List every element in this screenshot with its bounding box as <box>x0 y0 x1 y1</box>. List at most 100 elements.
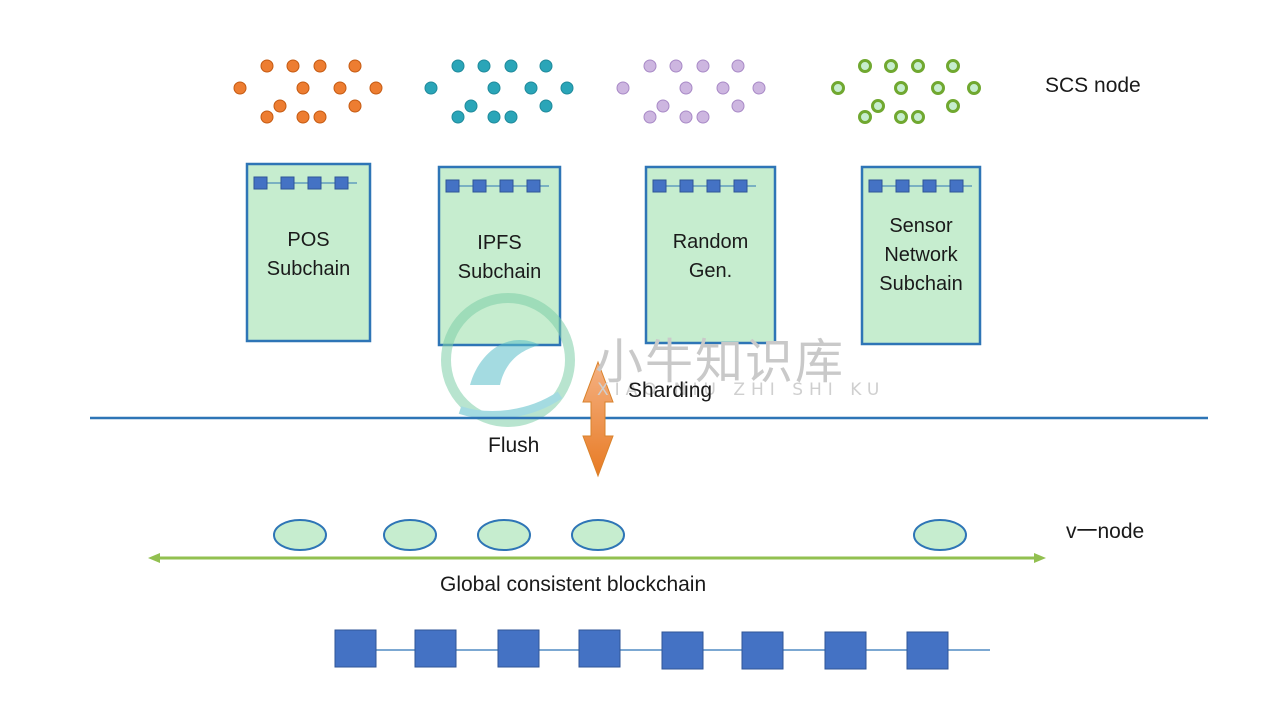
scs-node <box>731 59 745 73</box>
scs-node <box>858 59 872 73</box>
subchain-block <box>334 176 349 190</box>
scs-node <box>643 59 657 73</box>
subchain-box-random <box>644 165 777 345</box>
scs-node <box>296 110 310 124</box>
subchain-block <box>253 176 268 190</box>
scs-node <box>273 99 287 113</box>
scs-node <box>616 81 630 95</box>
v-node <box>383 519 437 551</box>
subchain-label-sensor: Sensor Network Subchain <box>879 215 963 295</box>
subchain-block <box>445 179 460 193</box>
global-block <box>661 631 704 670</box>
scs-node-cluster-ipfs <box>424 59 574 124</box>
global-block <box>497 629 540 668</box>
subchain-block <box>652 179 667 193</box>
scs-node <box>369 81 383 95</box>
watermark-text-en: XIAO NIU ZHI SHI KU <box>597 380 886 400</box>
scs-node <box>313 110 327 124</box>
subchain-block <box>280 176 295 190</box>
scs-node <box>260 59 274 73</box>
scs-node <box>296 81 310 95</box>
scs-node <box>731 99 745 113</box>
subchain-box-sensor <box>860 165 982 346</box>
scs-node <box>451 59 465 73</box>
v-node <box>273 519 327 551</box>
scs-node <box>858 110 872 124</box>
scs-node <box>911 59 925 73</box>
global-block <box>741 631 784 670</box>
scs-node <box>539 59 553 73</box>
subchain-block <box>868 179 883 193</box>
scs-node <box>286 59 300 73</box>
global-chain-line <box>148 553 1046 563</box>
scs-node <box>931 81 945 95</box>
scs-node <box>504 110 518 124</box>
scs-node <box>884 59 898 73</box>
subchain-block <box>307 176 322 190</box>
watermark-logo <box>441 293 575 427</box>
flush-label: Flush <box>488 434 540 457</box>
scs-node <box>946 99 960 113</box>
scs-node <box>487 81 501 95</box>
subchain-block <box>472 179 487 193</box>
global-block <box>334 629 377 668</box>
scs-node-label: SCS node <box>1045 74 1141 97</box>
scs-node <box>348 99 362 113</box>
scs-node <box>967 81 981 95</box>
scs-node <box>477 59 491 73</box>
scs-node <box>487 110 501 124</box>
scs-node <box>333 81 347 95</box>
scs-node <box>696 110 710 124</box>
scs-node <box>911 110 925 124</box>
scs-node <box>643 110 657 124</box>
scs-node <box>539 99 553 113</box>
v-node <box>571 519 625 551</box>
scs-node <box>871 99 885 113</box>
global-block <box>414 629 457 668</box>
scs-node <box>946 59 960 73</box>
subchain-block <box>895 179 910 193</box>
global-chain-label: Global consistent blockchain <box>440 573 707 596</box>
scs-node <box>464 99 478 113</box>
scs-node <box>656 99 670 113</box>
scs-node-cluster-random <box>616 59 766 124</box>
global-block <box>824 631 867 670</box>
subchain-block <box>949 179 964 193</box>
global-block <box>906 631 949 670</box>
scs-node <box>424 81 438 95</box>
subchain-block <box>679 179 694 193</box>
scs-node <box>696 59 710 73</box>
subchain-label-ipfs: IPFS Subchain <box>457 232 542 283</box>
scs-node <box>504 59 518 73</box>
subchain-block <box>922 179 937 193</box>
v-node <box>477 519 531 551</box>
scs-node <box>894 110 908 124</box>
global-blockchain <box>334 629 990 670</box>
v-node <box>913 519 967 551</box>
subchain-label-random: Random Gen. <box>672 231 749 282</box>
scs-node-clusters <box>233 59 981 124</box>
scs-node <box>313 59 327 73</box>
scs-node-cluster-pos <box>233 59 383 124</box>
scs-node <box>560 81 574 95</box>
watermark-text-cn: 小牛知识库 <box>595 334 846 390</box>
subchain-block <box>499 179 514 193</box>
scs-node <box>752 81 766 95</box>
scs-node-cluster-sensor <box>831 59 981 124</box>
scs-node <box>831 81 845 95</box>
v-nodes <box>273 519 967 551</box>
scs-node <box>679 110 693 124</box>
sharding-label: Sharding <box>628 379 713 402</box>
subchain-label-pos: POS Subchain <box>266 229 351 280</box>
scs-node <box>451 110 465 124</box>
sharding-flush-arrow <box>582 360 614 478</box>
scs-node <box>679 81 693 95</box>
scs-node <box>348 59 362 73</box>
subchain-block <box>733 179 748 193</box>
subchain-block <box>706 179 721 193</box>
subchain-block <box>526 179 541 193</box>
scs-node <box>716 81 730 95</box>
scs-node <box>524 81 538 95</box>
scs-node <box>233 81 247 95</box>
